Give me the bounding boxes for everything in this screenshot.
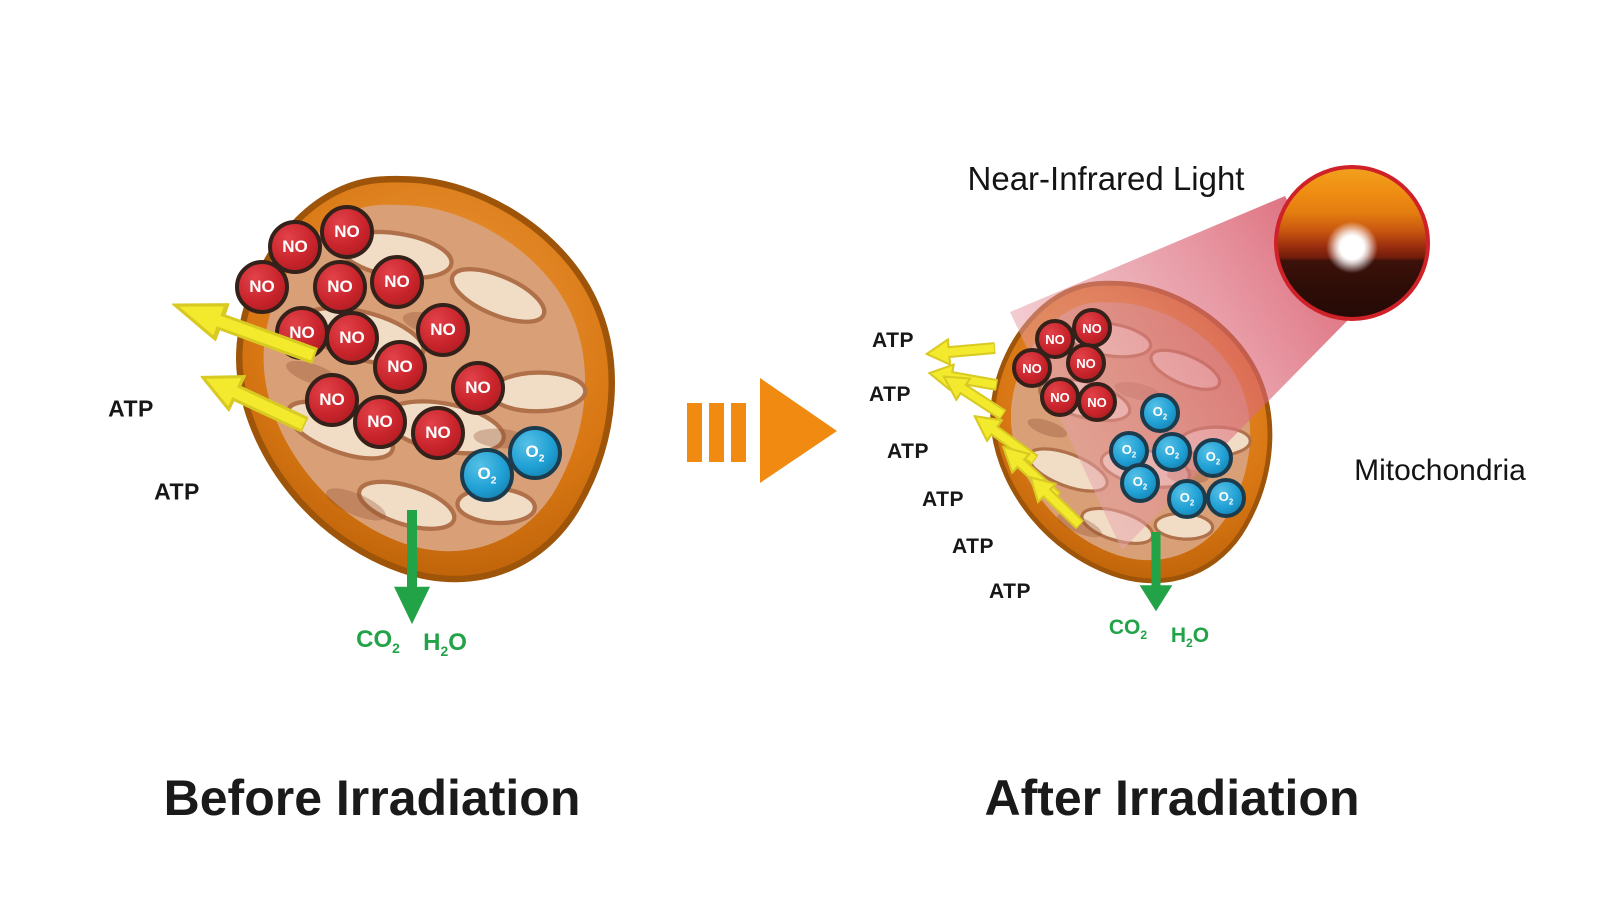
after-mitochondrion-illustration — [909, 213, 1341, 639]
atp-label: ATP — [869, 383, 911, 406]
co2-h2o-arrow-icon — [1136, 532, 1176, 614]
after-title: After Irradiation — [984, 770, 1360, 826]
h2o-label: H2O — [423, 629, 467, 659]
atp-label: ATP — [952, 535, 994, 558]
before-title: Before Irradiation — [163, 770, 581, 826]
h2o-label: H2O — [1170, 623, 1210, 651]
co2-h2o-arrow-icon — [390, 510, 434, 628]
transition-arrow-icon — [672, 372, 842, 490]
mitochondria-label: Mitochondria — [1354, 454, 1526, 487]
co2-label: CO2 — [356, 626, 400, 656]
sunset-photo-icon — [1274, 165, 1430, 321]
atp-label: ATP — [872, 329, 914, 352]
atp-label: ATP — [154, 478, 200, 505]
co2-label: CO2 — [1108, 615, 1148, 643]
near-infrared-light-label: Near-Infrared Light — [967, 160, 1245, 197]
atp-label: ATP — [989, 580, 1031, 603]
